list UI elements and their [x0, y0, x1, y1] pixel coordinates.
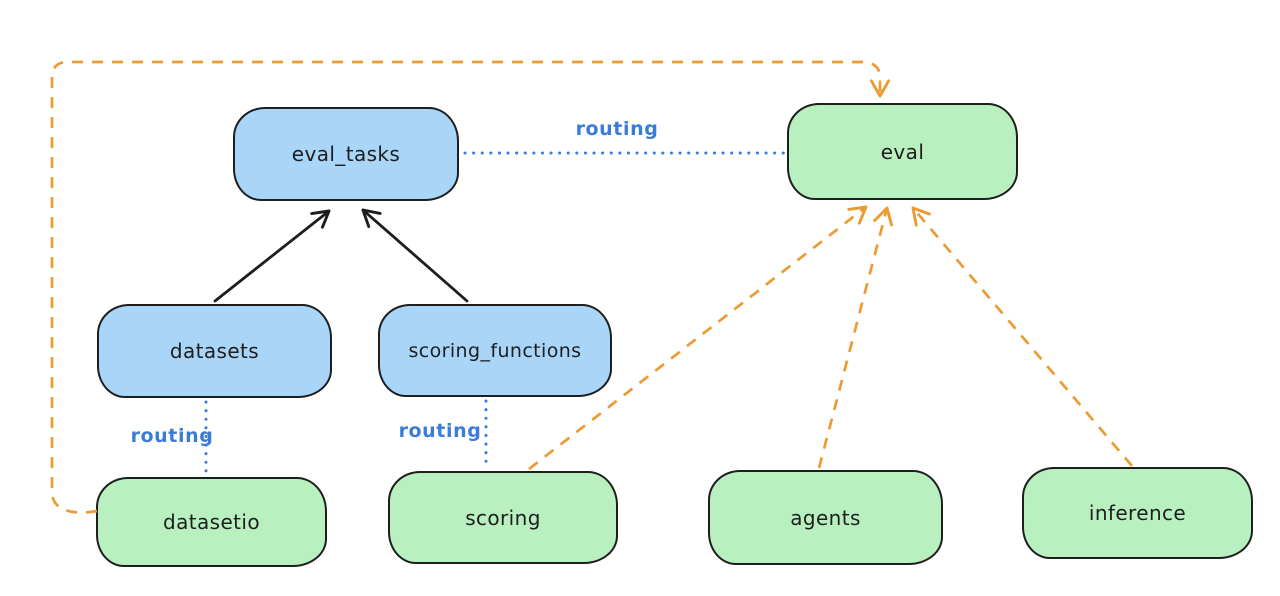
node-scoring-functions: scoring_functions [378, 304, 612, 397]
node-eval-tasks-label: eval_tasks [291, 142, 401, 166]
edge-inference-to-eval [911, 206, 1134, 467]
edge-datasets-to-eval-tasks [213, 209, 331, 303]
node-datasets: datasets [97, 304, 332, 398]
node-eval: eval [787, 103, 1018, 200]
node-datasetio-label: datasetio [162, 510, 260, 534]
node-scoring-label: scoring [465, 505, 541, 530]
edge-label-routing-datasets-datasetio: routing [130, 425, 214, 447]
node-datasets-label: datasets [169, 339, 260, 363]
edge-label-routing-scoring-functions-scoring: routing [398, 420, 482, 442]
node-eval-label: eval [880, 139, 925, 164]
node-inference: inference [1022, 467, 1253, 559]
node-agents-label: agents [790, 505, 861, 530]
node-scoring-functions-label: scoring_functions [408, 339, 582, 362]
node-inference-label: inference [1088, 501, 1187, 525]
edge-agents-to-eval [817, 206, 894, 469]
edge-label-routing-eval-tasks-eval: routing [575, 118, 659, 140]
edge-scoring-functions-to-eval-tasks [361, 208, 469, 303]
node-scoring: scoring [388, 471, 618, 564]
node-eval-tasks: eval_tasks [233, 107, 459, 201]
node-datasetio: datasetio [96, 477, 327, 567]
node-agents: agents [708, 470, 943, 565]
